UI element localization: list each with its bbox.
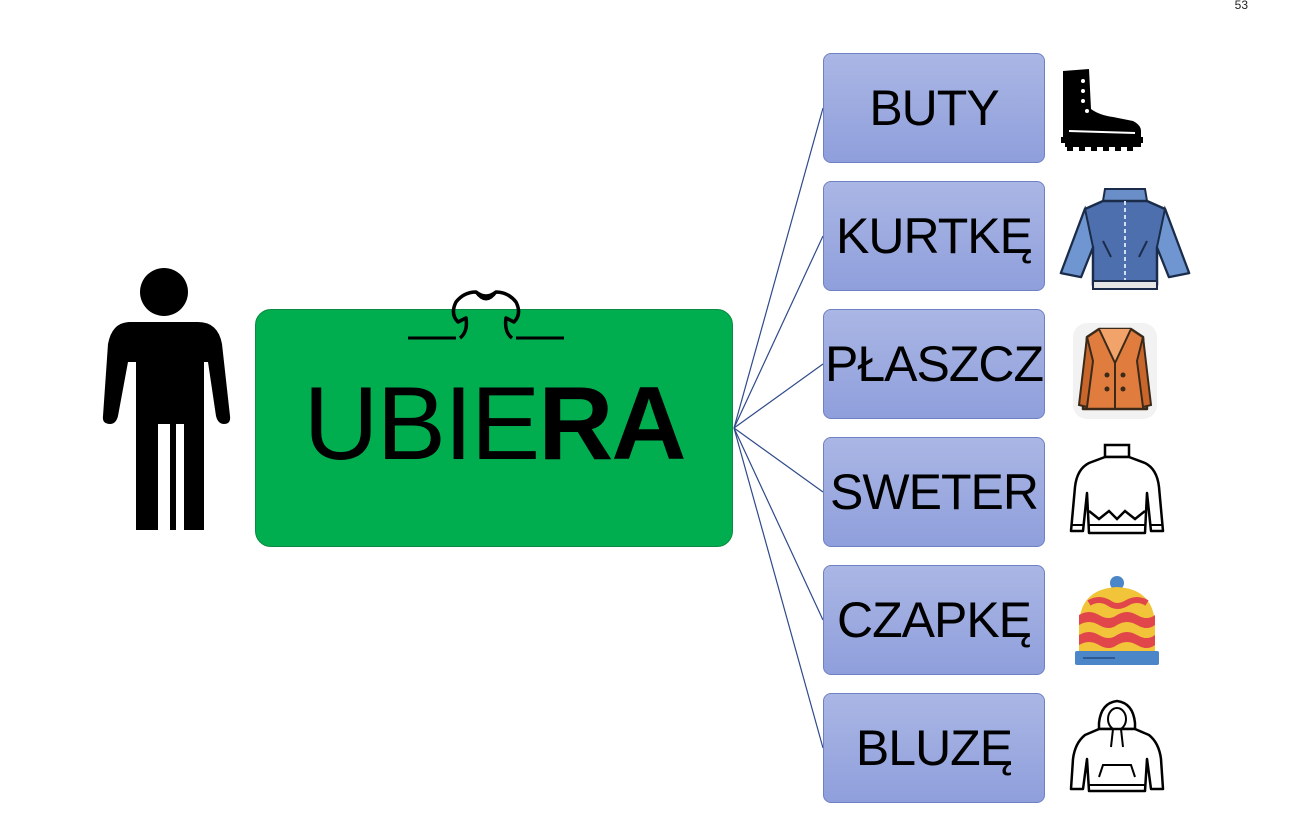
page-number: 53 [1234, 0, 1248, 12]
boot-icon [1061, 69, 1143, 151]
sweater-icon [1069, 443, 1165, 535]
connector-line [733, 427, 824, 493]
object-box-bluze: BLUZĘ [823, 693, 1045, 803]
jacket-icon [1059, 188, 1191, 290]
connector-line [733, 427, 824, 749]
object-box-kurtke: KURTKĘ [823, 181, 1045, 291]
coat-icon [1073, 323, 1157, 419]
object-box-plaszcz: PŁASZCZ [823, 309, 1045, 419]
verb-part-light: UBIE [303, 366, 541, 482]
hat-icon [1075, 576, 1159, 665]
connector-line [733, 107, 824, 429]
verb-word: UBIERA [256, 372, 732, 476]
object-box-sweter: SWETER [823, 437, 1045, 547]
object-label: PŁASZCZ [824, 336, 1044, 392]
object-box-czapke: CZAPKĘ [823, 565, 1045, 675]
object-label: KURTKĘ [836, 208, 1033, 264]
connector-line [733, 235, 824, 429]
object-label: SWETER [830, 464, 1039, 520]
connector-line [733, 363, 824, 429]
hoodie-icon [1069, 699, 1165, 793]
connector-line [733, 427, 824, 621]
object-box-buty: BUTY [823, 53, 1045, 163]
verb-box: UBIERA [255, 290, 733, 547]
object-label: BUTY [869, 80, 999, 136]
shirt-on-hanger-icon [408, 290, 564, 340]
person-icon [102, 268, 231, 530]
object-label: BLUZĘ [855, 720, 1013, 776]
verb-part-bold: RA [538, 366, 686, 482]
object-label: CZAPKĘ [836, 592, 1032, 648]
